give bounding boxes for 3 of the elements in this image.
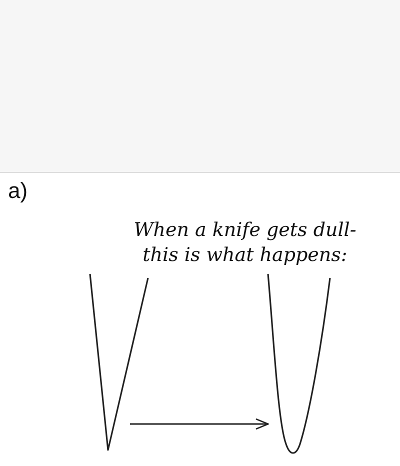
- panel-label: a): [8, 178, 28, 204]
- handwritten-heading: When a knife gets dull- this is what happens:: [132, 218, 358, 268]
- arrow: [130, 418, 269, 430]
